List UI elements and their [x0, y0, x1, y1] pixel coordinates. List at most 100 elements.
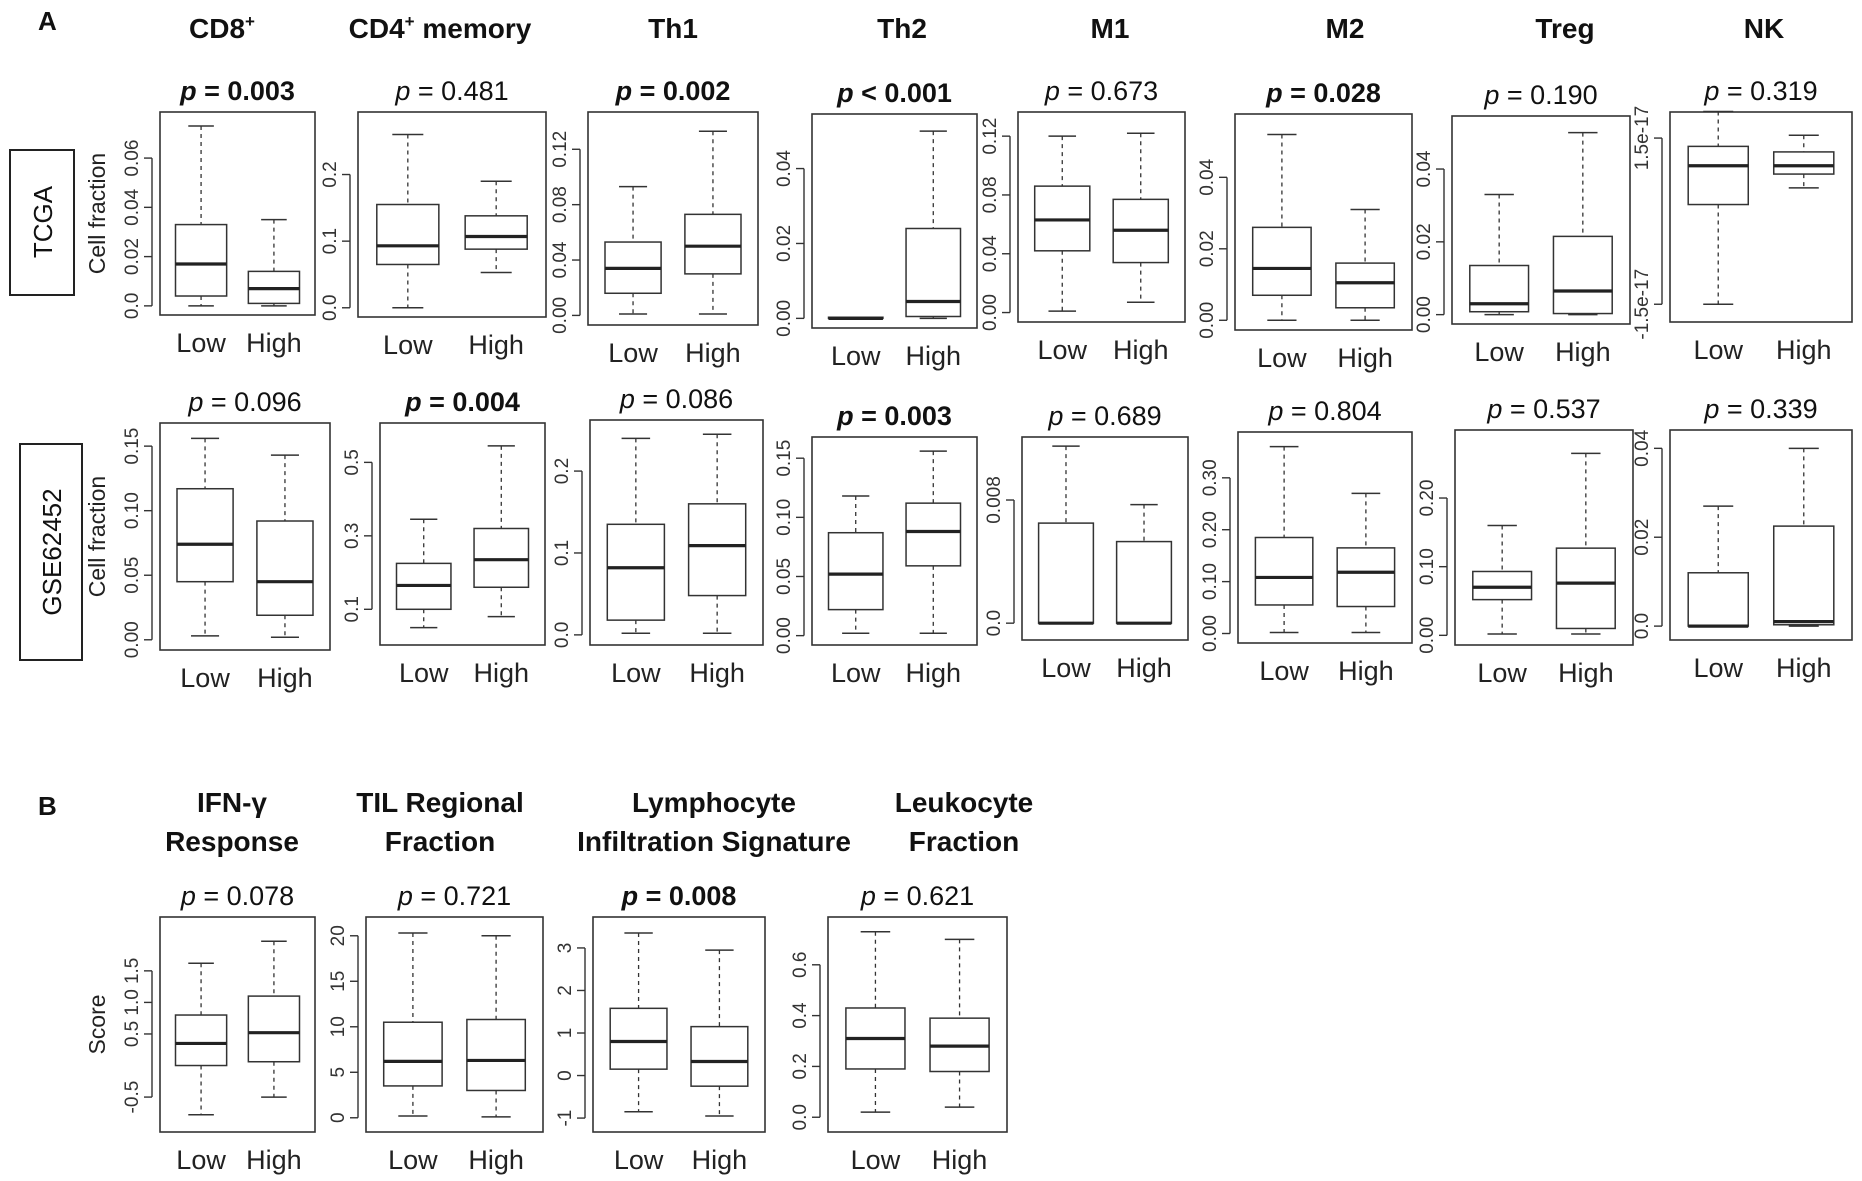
p-symbol: p: [621, 881, 639, 911]
y-tick-label: 0.00: [980, 294, 1001, 331]
box-low: [609, 1007, 668, 1070]
p-symbol: p: [404, 387, 422, 417]
y-tick-label: 0.0: [552, 622, 573, 648]
box-low: [1254, 536, 1314, 606]
y-tick-label: 0.04: [980, 235, 1001, 272]
p-symbol: p: [1486, 394, 1502, 424]
box-low: [1472, 570, 1533, 601]
row-label-box-tcga: [9, 149, 75, 296]
y-tick-label: 0.08: [980, 176, 1001, 213]
plot-frame: [1017, 111, 1186, 323]
y-tick-label: 10: [328, 1016, 349, 1037]
group-label-high: High: [906, 658, 962, 688]
box-high: [1115, 540, 1173, 624]
group-label-high: High: [906, 341, 962, 371]
p-value-label: p = 0.621: [860, 881, 974, 911]
plot-frame: [365, 916, 544, 1133]
p-value: = 0.078: [196, 881, 294, 911]
box-high: [1552, 235, 1613, 315]
column-title-4: Th2: [877, 13, 927, 44]
group-label-low: Low: [1693, 653, 1743, 683]
y-tick-label: 1.0: [122, 989, 143, 1015]
p-value: = 0.721: [413, 881, 511, 911]
p-value: = 0.481: [410, 76, 508, 106]
p-value-label: p = 0.086: [619, 384, 733, 414]
group-label-high: High: [257, 663, 313, 693]
group-label-high: High: [692, 1145, 748, 1175]
y-tick-label: 1.5e-17: [1632, 106, 1653, 170]
group-label-low: Low: [614, 1145, 664, 1175]
p-value: = 0.086: [635, 384, 733, 414]
p-value-label: p = 0.481: [394, 76, 508, 106]
column-title-sup: +: [245, 12, 255, 31]
y-axis-title: Cell fraction: [84, 476, 110, 597]
y-tick-label: 0.10: [1200, 563, 1221, 600]
box-low: [174, 223, 228, 297]
group-label-high: High: [468, 1145, 524, 1175]
y-tick-label: 0.02: [1197, 230, 1218, 267]
box-high: [684, 213, 742, 275]
group-label-low: Low: [1257, 343, 1307, 373]
p-symbol: p: [615, 76, 633, 106]
p-symbol: p: [187, 387, 203, 417]
panel-label-b: B: [38, 791, 57, 821]
box-high: [687, 503, 747, 597]
p-value: < 0.001: [854, 78, 952, 108]
p-value-label: p = 0.721: [397, 881, 511, 911]
y-tick-label: -0.5: [122, 1081, 143, 1114]
group-label-low: Low: [176, 1145, 226, 1175]
p-symbol: p: [860, 881, 876, 911]
y-tick-label: 0.04: [1414, 150, 1435, 187]
p-value-label: p = 0.339: [1703, 394, 1817, 424]
plot-frame: [587, 111, 759, 326]
y-tick-label: 0.30: [1200, 459, 1221, 496]
p-symbol: p: [1267, 396, 1283, 426]
y-tick-label: -1: [555, 1110, 576, 1127]
p-value-label: p = 0.002: [615, 76, 731, 106]
p-value: = 0.002: [632, 76, 730, 106]
column-title-main: Th1: [648, 13, 698, 44]
box-high: [1336, 547, 1396, 608]
y-tick-label: 0.00: [1414, 296, 1435, 333]
box-low: [1037, 522, 1095, 624]
box-low: [1687, 572, 1750, 627]
group-label-high: High: [689, 658, 745, 688]
plot-frame: [811, 436, 978, 646]
plot-frame: [379, 422, 546, 646]
y-tick-label: 0.06: [122, 140, 143, 177]
panel-b-title-3-line-2: Infiltration Signature: [577, 826, 851, 857]
y-tick-label: 0.05: [774, 558, 795, 595]
y-tick-label: 0.15: [774, 440, 795, 477]
group-label-low: Low: [851, 1145, 901, 1175]
p-value: = 0.003: [197, 76, 295, 106]
column-title-main: NK: [1744, 13, 1784, 44]
column-title-main: Treg: [1535, 13, 1594, 44]
p-symbol: p: [394, 76, 410, 106]
p-value-label: p = 0.003: [836, 401, 952, 431]
y-tick-label: 0.02: [1632, 519, 1653, 556]
group-label-low: Low: [608, 338, 658, 368]
column-title-8: NK: [1744, 13, 1784, 44]
p-value: = 0.319: [1719, 76, 1817, 106]
box-high: [464, 215, 528, 250]
p-value: = 0.028: [1283, 78, 1381, 108]
column-title-sup: +: [405, 12, 415, 31]
y-tick-label: 0.15: [122, 428, 143, 465]
group-label-low: Low: [1041, 653, 1091, 683]
y-tick-label: 1.5: [122, 958, 143, 984]
plot-frame: [159, 422, 331, 651]
y-tick-label: 0.0: [984, 610, 1005, 636]
plot-frame: [1454, 429, 1634, 646]
column-title-main: CD8: [189, 13, 245, 44]
group-label-low: Low: [831, 341, 881, 371]
group-label-low: Low: [399, 658, 449, 688]
y-tick-label: 0.0: [320, 295, 341, 321]
